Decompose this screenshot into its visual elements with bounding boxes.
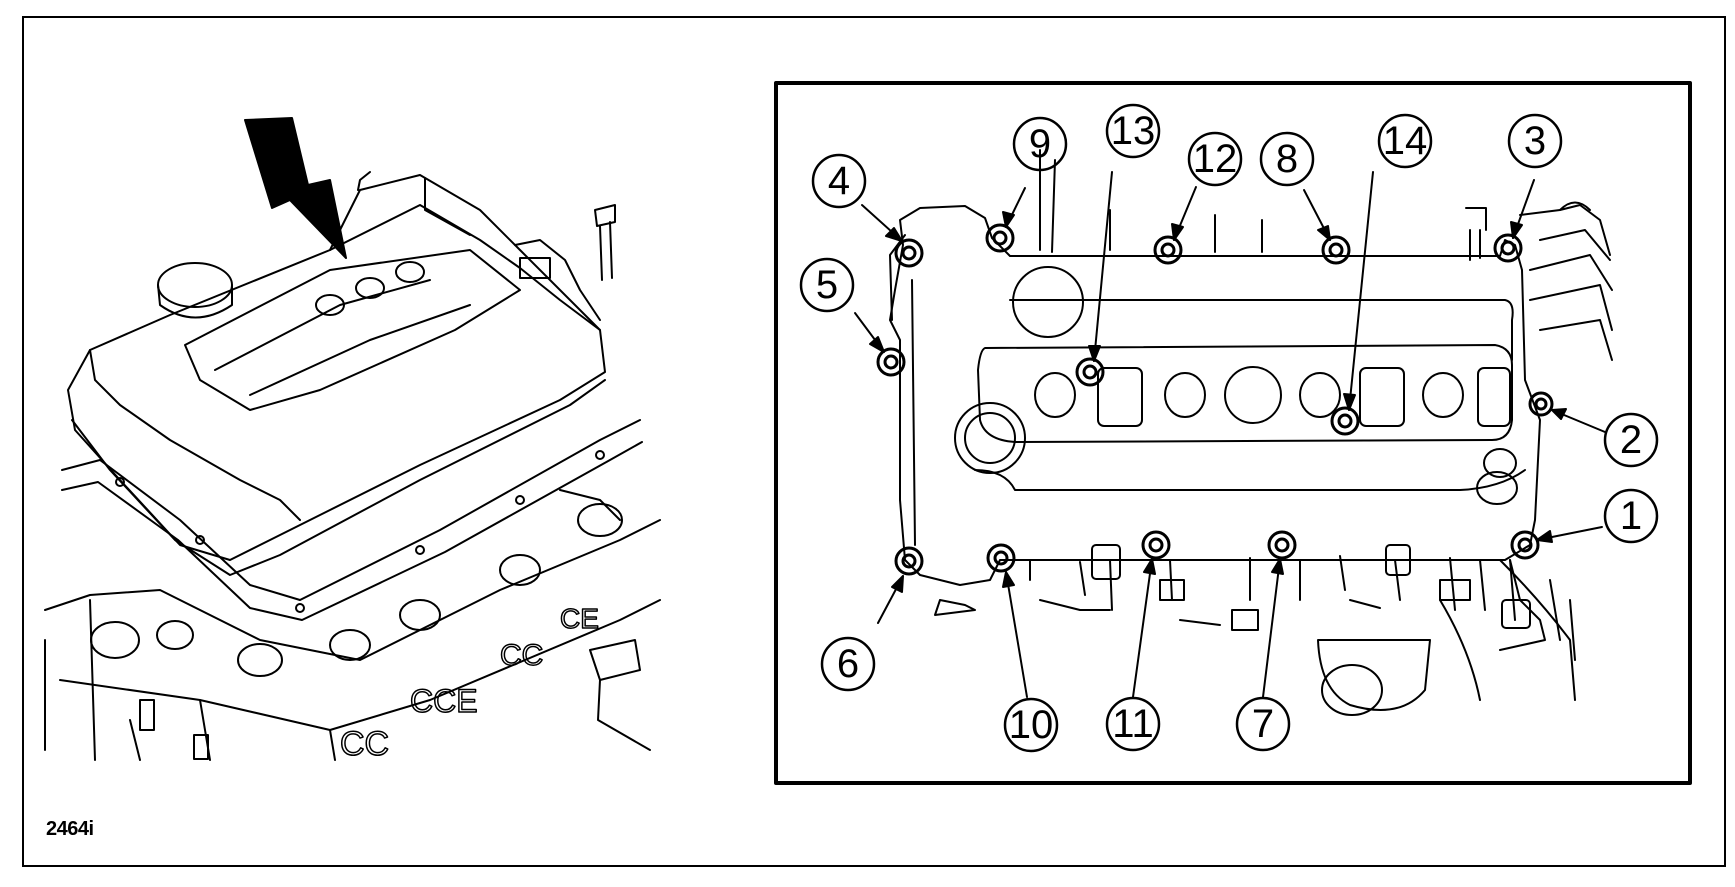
callout-label-9: 9 — [1029, 122, 1051, 166]
figure-id-label: 2464i — [46, 818, 94, 840]
callout-2 — [1603, 412, 1659, 468]
svg-text:CE: CE — [560, 603, 599, 634]
callout-label-10: 10 — [1009, 703, 1054, 747]
callout-13 — [1105, 103, 1161, 159]
callout-label-7: 7 — [1252, 702, 1274, 746]
callout-label-8: 8 — [1276, 137, 1298, 181]
callout-12 — [1187, 131, 1243, 187]
callout-10 — [1003, 697, 1059, 753]
sequence-diagram-border — [774, 81, 1692, 785]
direction-arrow-icon — [244, 117, 347, 259]
callout-label-12: 12 — [1193, 137, 1238, 181]
svg-text:CCE: CCE — [410, 683, 478, 719]
cam-cover-sequence-view: 1 2 3 4 5 6 7 8 9 10 11 12 13 14 — [799, 103, 1659, 753]
callout-label-14: 14 — [1383, 119, 1428, 163]
bolt-heads — [876, 223, 1554, 576]
callout-6 — [820, 636, 876, 692]
callout-7 — [1235, 696, 1291, 752]
callout-label-11: 11 — [1112, 702, 1154, 746]
svg-text:CC: CC — [340, 725, 389, 763]
callout-4 — [811, 153, 867, 209]
engine-exploded-view: CC CCE CC CE — [44, 117, 661, 764]
callout-label-6: 6 — [837, 642, 859, 686]
callout-labels: 1 2 3 4 5 6 7 8 9 10 11 12 13 14 — [816, 109, 1642, 747]
svg-text:CC: CC — [500, 639, 543, 672]
callout-circles — [799, 103, 1659, 753]
callout-label-3: 3 — [1524, 119, 1546, 163]
leader-lines — [854, 171, 1606, 698]
figure-frame — [22, 16, 1726, 867]
callout-5 — [799, 257, 855, 313]
callout-1 — [1603, 488, 1659, 544]
callout-8 — [1259, 131, 1315, 187]
callout-3 — [1507, 113, 1563, 169]
callout-label-13: 13 — [1111, 109, 1156, 153]
callout-11 — [1105, 696, 1161, 752]
callout-14 — [1377, 113, 1433, 169]
callout-label-4: 4 — [828, 159, 850, 203]
callout-label-1: 1 — [1620, 494, 1642, 538]
callout-label-5: 5 — [816, 263, 838, 307]
callout-9 — [1012, 116, 1068, 172]
callout-label-2: 2 — [1620, 418, 1642, 462]
